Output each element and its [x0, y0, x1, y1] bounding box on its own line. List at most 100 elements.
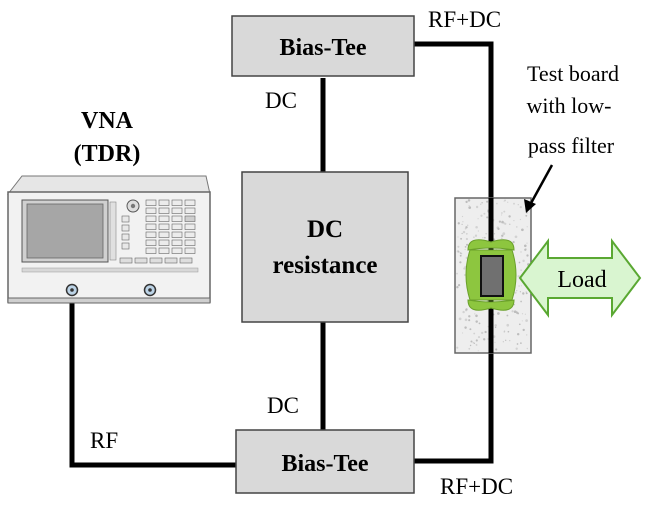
bias-tee-bottom-label: Bias-Tee — [281, 451, 368, 477]
vna-instrument — [6, 175, 211, 304]
board-speckle-dot — [481, 202, 483, 204]
vna-key — [184, 215, 196, 222]
vna-key — [145, 239, 157, 246]
board-speckle-dot — [470, 340, 473, 343]
board-speckle-dot — [500, 237, 503, 240]
board-speckle-dot — [494, 324, 497, 327]
vna-key — [119, 257, 133, 264]
vna-screen — [26, 203, 104, 259]
vna-key — [121, 242, 130, 250]
board-speckle-dot — [508, 215, 511, 218]
board-speckle-dot — [518, 323, 521, 326]
board-speckle-dot — [516, 290, 518, 292]
board-speckle-dot — [461, 215, 464, 218]
board-speckle-dot — [480, 203, 482, 205]
board-speckle-dot — [524, 244, 527, 248]
board-speckle-dot — [465, 232, 468, 235]
board-speckle-dot — [502, 232, 506, 236]
board-speckle-dot — [461, 223, 463, 225]
board-speckle-dot — [468, 347, 471, 350]
board-speckle-dot — [494, 326, 497, 329]
board-speckle-dot — [483, 338, 486, 341]
vna-lower-strip — [21, 267, 199, 273]
board-speckle-dot — [457, 222, 460, 225]
board-speckle-dot — [524, 248, 527, 251]
vna-key — [184, 199, 196, 206]
load-arrow — [518, 238, 642, 318]
board-speckle-dot — [475, 314, 478, 318]
board-speckle-dot — [474, 234, 478, 237]
board-speckle-dot — [484, 330, 487, 334]
board-speckle-dot — [485, 232, 488, 235]
board-speckle-dot — [513, 202, 515, 205]
board-speckle-dot — [526, 242, 528, 244]
board-speckle-dot — [477, 336, 481, 339]
board-speckle-dot — [458, 317, 462, 321]
board-speckle-dot — [512, 241, 515, 244]
board-speckle-dot — [522, 259, 525, 263]
bias-tee-top-label: Bias-Tee — [279, 35, 366, 61]
board-speckle-dot — [525, 334, 528, 336]
board-speckle-dot — [526, 254, 529, 257]
vna-key — [158, 247, 170, 254]
vna-key — [171, 223, 183, 230]
vna-key — [171, 247, 183, 254]
board-speckle-dot — [501, 212, 503, 214]
vna-key — [171, 231, 183, 238]
test-board-label-line1: Test board — [527, 61, 619, 86]
board-speckle-dot — [521, 313, 524, 315]
board-speckle-dot — [457, 283, 461, 287]
vna-key — [145, 223, 157, 230]
vna-key — [179, 257, 193, 264]
board-speckle-dot — [520, 300, 522, 303]
board-speckle-dot — [486, 216, 489, 219]
board-speckle-dot — [515, 226, 518, 228]
vna-key — [184, 207, 196, 214]
vna-key — [121, 215, 130, 223]
board-speckle-dot — [507, 201, 509, 203]
low-pass-filter — [465, 239, 517, 311]
filter-ferrite-bottom — [467, 299, 515, 311]
board-speckle-dot — [468, 319, 471, 322]
vna-key — [145, 247, 157, 254]
board-speckle-dot — [465, 200, 468, 204]
board-speckle-dot — [457, 245, 460, 248]
board-speckle-dot — [513, 304, 515, 306]
board-speckle-dot — [503, 210, 506, 213]
board-speckle-dot — [501, 214, 503, 216]
board-speckle-dot — [496, 202, 498, 205]
vna-key — [121, 233, 130, 241]
board-speckle-dot — [521, 228, 524, 232]
board-speckle-dot — [456, 286, 459, 289]
board-speckle-dot — [495, 348, 498, 351]
board-speckle-dot — [525, 214, 528, 217]
board-speckle-dot — [463, 274, 466, 276]
board-speckle-dot — [518, 285, 520, 287]
board-speckle-dot — [487, 338, 489, 340]
board-speckle-dot — [519, 291, 522, 293]
board-speckle-dot — [509, 340, 511, 342]
filter-ferrite-top — [467, 239, 515, 251]
board-speckle-dot — [493, 233, 496, 235]
dc-resistance-label-line2: resistance — [272, 252, 377, 279]
dc-top-label: DC — [265, 88, 297, 113]
board-speckle-dot — [497, 227, 500, 231]
board-speckle-dot — [516, 332, 520, 336]
vna-key — [145, 231, 157, 238]
board-speckle-dot — [497, 312, 500, 315]
vna-key — [158, 215, 170, 222]
board-speckle-dot — [486, 200, 489, 203]
board-speckle-dot — [520, 269, 522, 272]
vna-key — [184, 231, 196, 238]
rf-dc-top-label: RF+DC — [428, 7, 501, 32]
board-speckle-dot — [477, 218, 479, 220]
board-speckle-dot — [503, 199, 506, 202]
board-speckle-dot — [478, 322, 481, 325]
board-speckle-dot — [481, 331, 484, 335]
board-speckle-dot — [515, 311, 519, 314]
vna-knob-center — [130, 203, 136, 209]
vna-key — [158, 207, 170, 214]
board-speckle-dot — [482, 237, 484, 239]
test-board-pointer — [524, 164, 554, 213]
